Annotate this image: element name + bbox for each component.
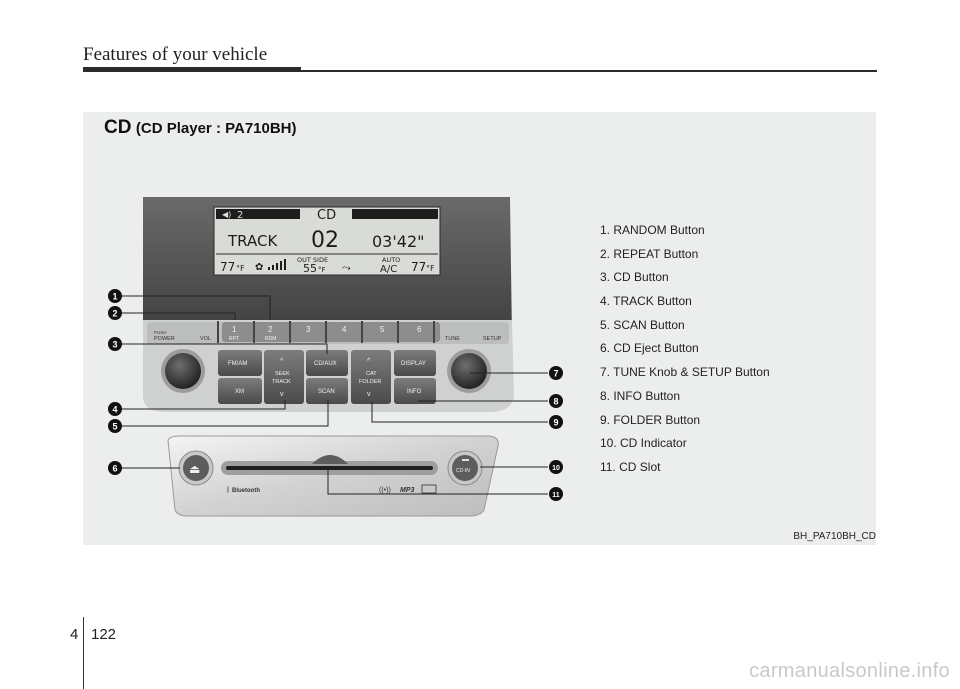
seek-up-icon: ^: [280, 358, 284, 365]
chapter-number: 4: [70, 626, 79, 643]
section-title-main: CD: [104, 117, 132, 138]
tune-label: TUNE: [445, 336, 460, 342]
lcd-outside-label: OUT SIDE: [297, 256, 328, 264]
cat-label: CAT: [366, 371, 377, 377]
track-button-label: TRACK: [272, 379, 291, 385]
legend-item: 1. RANDOM Button: [600, 223, 705, 237]
callout-6: 6: [112, 464, 117, 474]
tune-knob: [451, 353, 487, 389]
watermark: carmanualsonline.info: [749, 660, 950, 682]
preset-5: 5: [380, 325, 385, 334]
lcd-track-label: TRACK: [227, 232, 278, 250]
seek-down-icon: v: [280, 391, 284, 398]
legend-item: 10. CD Indicator: [600, 436, 687, 451]
legend-item: 2. REPEAT Button: [600, 246, 699, 261]
power-volume-knob: [165, 353, 201, 389]
lcd-outside-temp: 55: [303, 262, 317, 275]
callout-4: 4: [112, 405, 117, 415]
bluetooth-icon: ᛒ: [226, 486, 230, 494]
folder-up-icon: ^: [367, 358, 371, 365]
legend-item: 5. SCAN Button: [600, 317, 685, 332]
fm-am-button-label: FM/AM: [228, 361, 247, 367]
preset-4: 4: [342, 325, 347, 334]
airflow-icon: ⤳: [342, 261, 351, 274]
lcd-auto-label: AUTO: [382, 256, 400, 264]
preset-2-sub: RDM: [265, 336, 276, 342]
setup-label: SETUP: [483, 336, 502, 342]
legend-item: 9. FOLDER Button: [600, 412, 701, 427]
eject-icon: ⏏: [189, 462, 200, 476]
leader-lines: [122, 295, 548, 495]
lcd-track-number: 02: [311, 228, 339, 253]
folder-down-icon: v: [367, 391, 371, 398]
legend-item: 7. TUNE Knob & SETUP Button: [600, 365, 770, 380]
power-label: POWER: [154, 336, 175, 342]
lcd-temp-right: 77: [411, 260, 426, 274]
lcd-temp-unit-right: °F: [426, 264, 435, 273]
lcd-time: 03'42": [372, 232, 424, 251]
cd-unit: [167, 435, 499, 517]
bluetooth-label: Bluetooth: [232, 488, 260, 494]
section-title: CD (CD Player : PA710BH): [104, 117, 297, 139]
header-rule-thin: [300, 70, 877, 72]
lcd-mode: CD: [317, 208, 336, 223]
lcd-ac-label: A/C: [380, 264, 397, 275]
callout-1: 1: [112, 292, 117, 302]
display-button-label: DISPLAY: [401, 361, 426, 367]
callout-7: 7: [553, 369, 558, 379]
legend-list: 1. RANDOM Button 2. REPEAT Button 3. CD …: [600, 222, 860, 483]
legend-item: 3. CD Button: [600, 270, 669, 285]
callout-10: 10: [552, 465, 560, 472]
callout-8: 8: [553, 397, 558, 407]
preset-1: 1: [232, 325, 237, 334]
mp3-label: MP3: [400, 487, 415, 494]
scan-button-label: SCAN: [318, 389, 335, 395]
cd-aux-button-label: CD/AUX: [314, 361, 337, 367]
section-title-sub: (CD Player : PA710BH): [135, 120, 297, 137]
disc-logo-icon: [421, 484, 437, 494]
info-button-label: INFO: [407, 389, 422, 395]
lcd-temp-unit-left: °F: [236, 264, 245, 273]
svg-text:◀): ◀): [222, 210, 231, 219]
preset-strip: 1 RPT 2 RDM 3 4 5 6: [217, 321, 440, 343]
legend-item: 8. INFO Button: [600, 388, 681, 403]
header-rule-thick: [83, 67, 301, 72]
fan-icon: ✿: [255, 262, 263, 273]
lcd-temp-unit-outside: °F: [318, 266, 326, 274]
figure-code: BH_PA710BH_CD: [793, 531, 876, 542]
preset-3: 3: [306, 325, 311, 334]
page-number: 122: [91, 626, 117, 643]
legend-item: 4. TRACK Button: [600, 294, 692, 309]
satellite-icon: ((•)): [379, 487, 391, 494]
lcd-temp-left: 77: [220, 260, 235, 274]
folder-button-label: FOLDER: [359, 379, 381, 385]
fan-speed-bars-icon: [268, 259, 286, 270]
callout-11: 11: [552, 492, 560, 499]
preset-6: 6: [417, 325, 422, 334]
header-title: Features of your vehicle: [83, 44, 268, 65]
lcd-volume: 2: [237, 210, 243, 221]
push-label: PUSH: [154, 330, 167, 335]
callout-2: 2: [112, 309, 117, 319]
xm-button-label: XM: [235, 389, 244, 395]
preset-1-sub: RPT: [229, 336, 239, 342]
page-divider: [83, 617, 84, 689]
vol-label: VOL: [200, 336, 211, 342]
preset-2: 2: [268, 325, 273, 334]
callout-5: 5: [112, 422, 117, 432]
eject-button: [183, 455, 209, 481]
cd-slot: [226, 466, 433, 470]
callout-9: 9: [553, 418, 558, 428]
legend-item: 6. CD Eject Button: [600, 341, 699, 356]
legend-item: 11. CD Slot: [600, 459, 661, 474]
function-buttons: FM/AM XM ^ SEEK TRACK v CD/AUX SCAN ^ CA…: [218, 350, 436, 404]
cd-in-indicator: [452, 455, 478, 481]
seek-label: SEEK: [275, 371, 290, 377]
callout-badges: 1 2 3 4 5 6 7 8 9 10 11: [108, 289, 563, 501]
cd-in-label: CD-IN: [456, 468, 470, 474]
callout-3: 3: [112, 340, 117, 350]
